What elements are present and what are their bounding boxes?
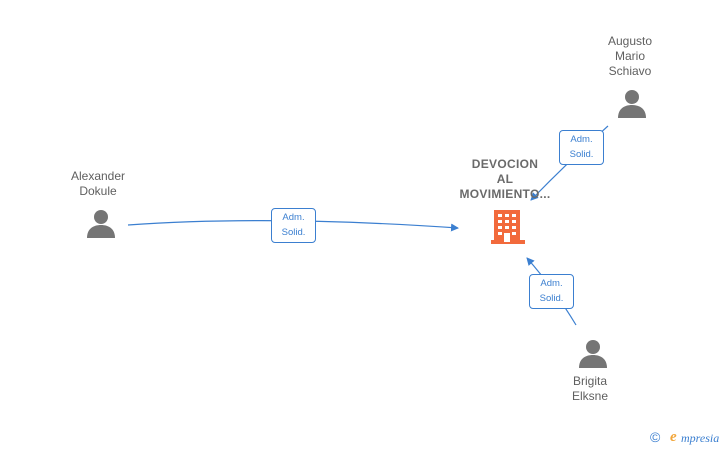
role-badge-brigita[interactable]: Adm. Solid.	[529, 274, 574, 309]
brand-initial: e	[670, 429, 677, 445]
building-icon[interactable]	[491, 208, 525, 244]
person-name-alexander[interactable]: Alexander Dokule	[70, 169, 126, 198]
person-name-augusto[interactable]: Augusto Mario Schiavo	[607, 34, 653, 78]
person-icon[interactable]	[86, 209, 116, 239]
copyright-symbol: ©	[650, 429, 661, 445]
role-badge-alexander[interactable]: Adm. Solid.	[271, 208, 316, 243]
person-icon[interactable]	[617, 89, 647, 119]
role-badge-augusto[interactable]: Adm. Solid.	[559, 130, 604, 165]
brand-name: mpresia	[681, 431, 720, 445]
person-icon[interactable]	[578, 339, 608, 369]
company-name[interactable]: DEVOCION AL MOVIMIENTO...	[459, 157, 551, 201]
person-name-brigita[interactable]: Brigita Elksne	[571, 374, 609, 403]
